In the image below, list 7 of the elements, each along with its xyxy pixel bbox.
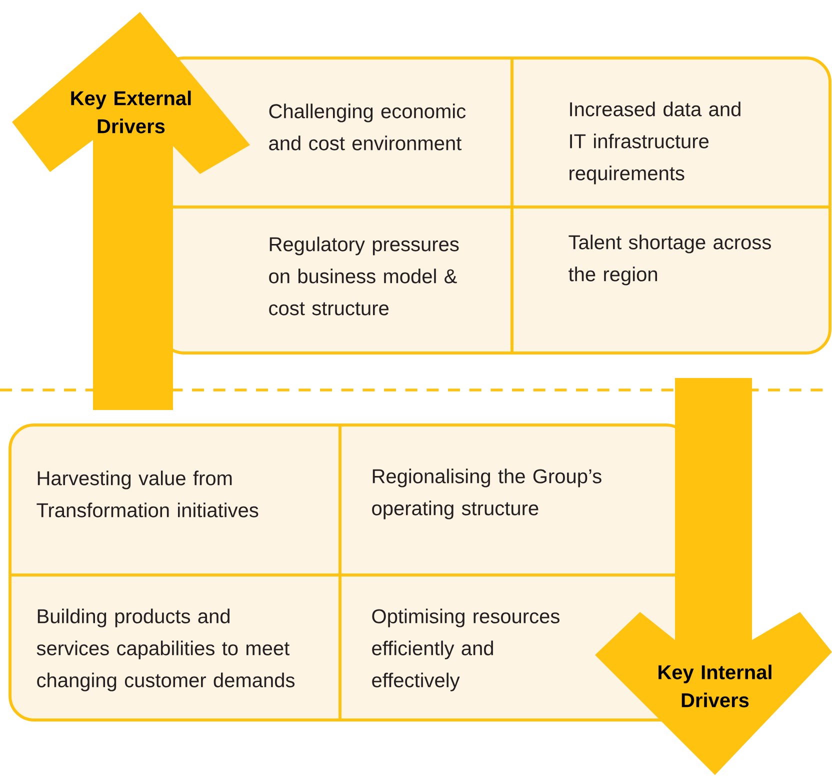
driver-text: Optimising resources efficiently and effectively — [372, 608, 560, 692]
driver-text: Talent shortage across the region — [568, 234, 771, 286]
driver-text: Challenging economic and cost environment — [269, 104, 466, 150]
driver-text: Increased data and IT infrastructure requirements — [570, 102, 740, 184]
driver-text: Building products and services capabilities to meet changing customer demands — [36, 608, 295, 692]
driver-text: Regulatory pressures on business model & cost structure — [269, 236, 459, 316]
driver-text: Harvesting value from Transformation initiatives — [36, 470, 258, 518]
